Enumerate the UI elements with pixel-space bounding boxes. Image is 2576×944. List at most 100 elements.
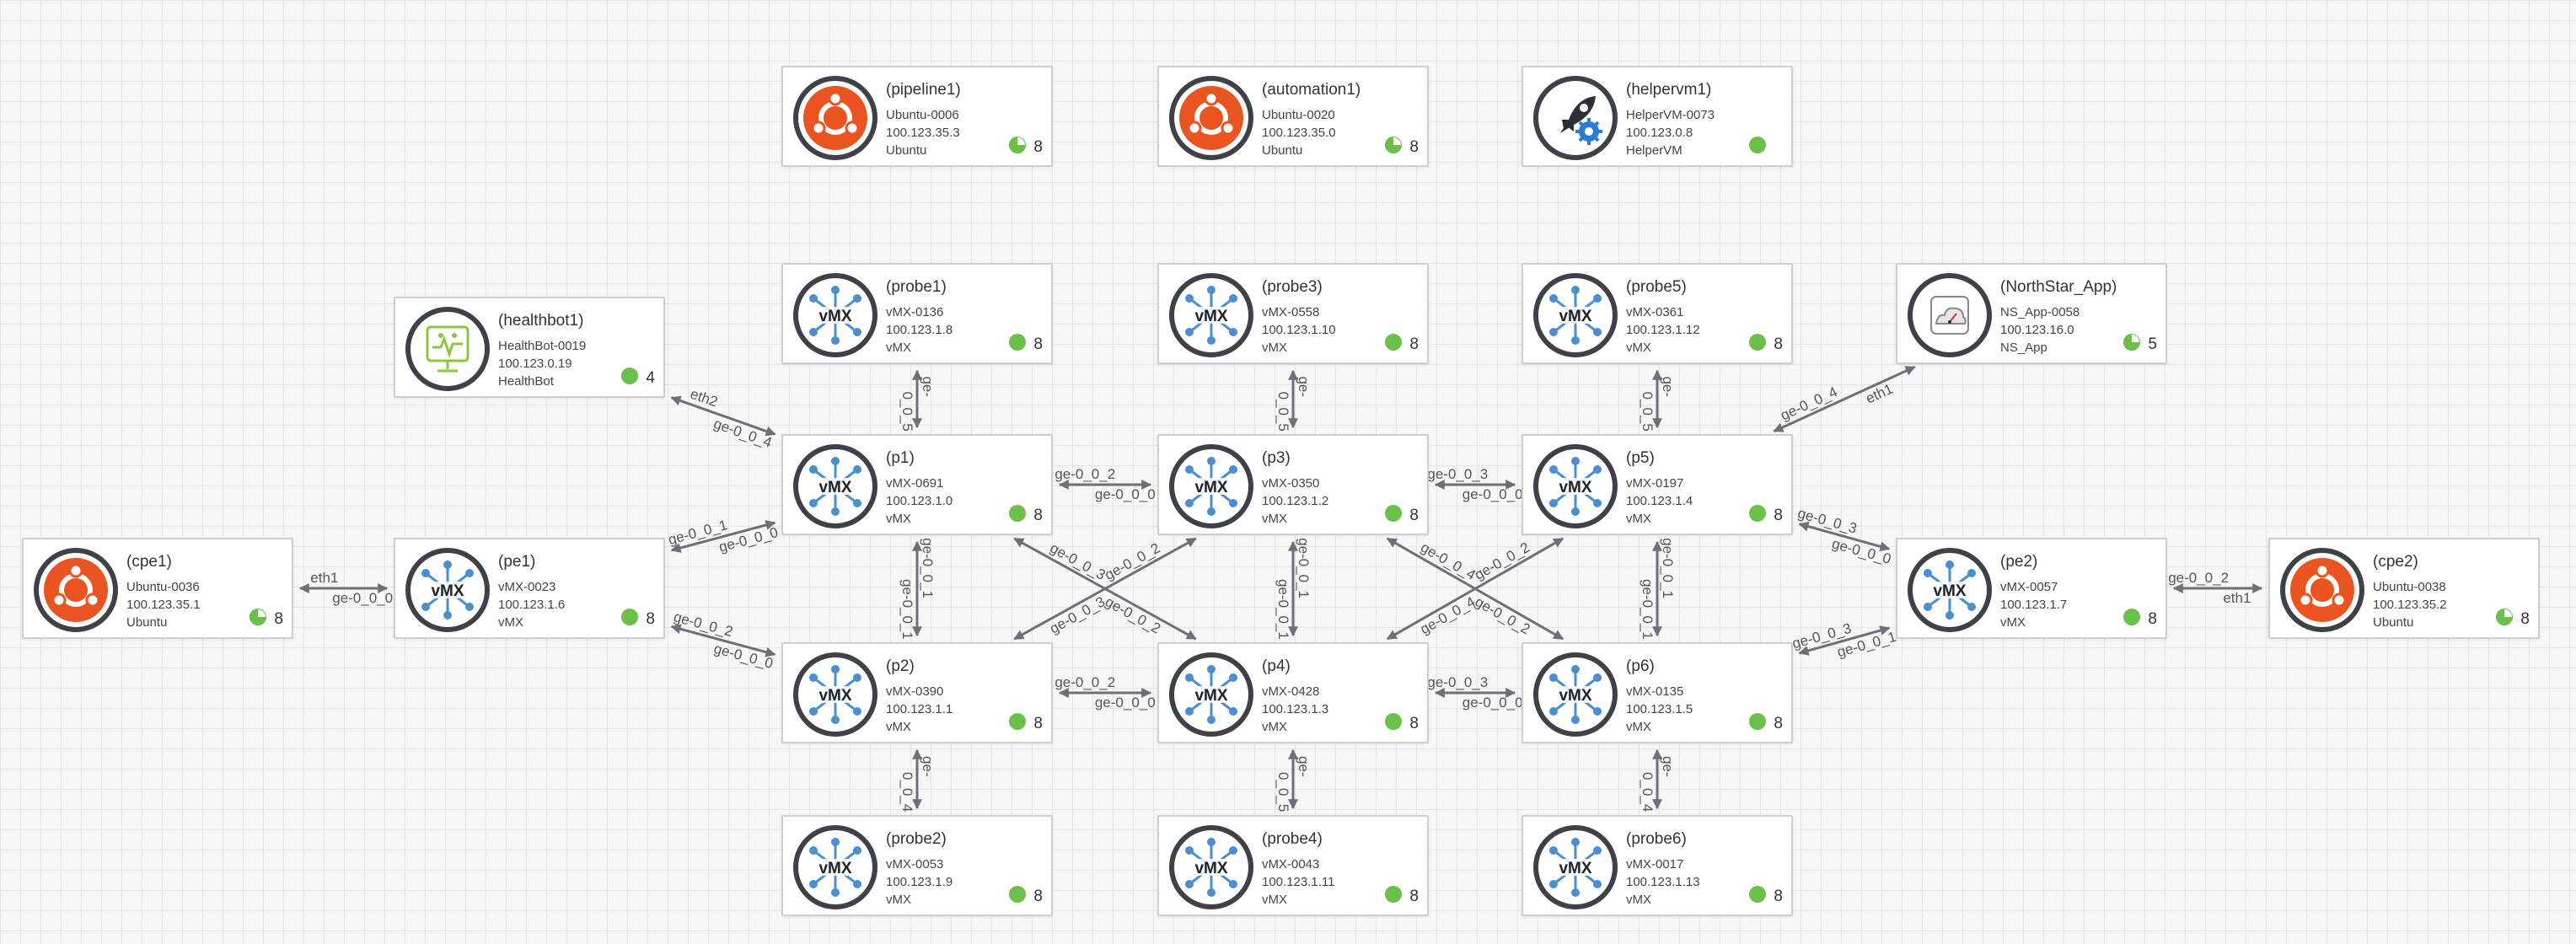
node-card-pe2[interactable]: vMX (pe2) vMX-0057 100.123.1.7 vMX 8 [1896, 538, 2167, 639]
node-type: Ubuntu [1262, 143, 1303, 158]
node-card-pipeline1[interactable]: (pipeline1) Ubuntu-0006 100.123.35.3 Ubu… [781, 66, 1053, 167]
link-interface-label: ge-0_0_1 [1296, 538, 1312, 598]
node-card-p1[interactable]: vMX (p1) vMX-0691 100.123.1.0 vMX 8 [781, 434, 1053, 535]
status-indicator [1385, 505, 1402, 522]
node-ip: 100.123.35.2 [2373, 598, 2447, 612]
node-name: (probe1) [886, 278, 947, 296]
svg-text:vMX: vMX [1194, 687, 1227, 705]
node-ip: 100.123.1.9 [886, 875, 953, 889]
node-card-cpe2[interactable]: (cpe2) Ubuntu-0038 100.123.35.2 Ubuntu 8 [2268, 538, 2540, 639]
node-card-probe3[interactable]: vMX (probe3) vMX-0558 100.123.1.10 vMX 8 [1157, 263, 1429, 364]
node-card-p4[interactable]: vMX (p4) vMX-0428 100.123.1.3 vMX 8 [1157, 642, 1429, 743]
link-interface-label: ge- [920, 756, 936, 777]
interface-count: 8 [274, 610, 283, 628]
node-card-pe1[interactable]: vMX (pe1) vMX-0023 100.123.1.6 vMX 8 [394, 538, 665, 639]
link-interface-label: eth1 [310, 570, 338, 586]
svg-text:vMX: vMX [818, 479, 851, 496]
vmx-icon: vMX [1169, 444, 1253, 528]
node-id: HelperVM-0073 [1626, 108, 1715, 122]
link-interface-label: ge-0_0_1 [1275, 579, 1291, 640]
link-pe1-p1[interactable] [670, 520, 776, 553]
node-card-p5[interactable]: vMX (p5) vMX-0197 100.123.1.4 vMX 8 [1521, 434, 1793, 535]
node-card-probe6[interactable]: vMX (probe6) vMX-0017 100.123.1.13 vMX 8 [1521, 815, 1793, 916]
status-indicator [1749, 137, 1766, 153]
link-p6-pe2[interactable] [1798, 625, 1891, 656]
vmx-icon: vMX [1533, 825, 1618, 909]
link-interface-label: ge-0_0_0 [1462, 695, 1523, 711]
node-type: Ubuntu [886, 143, 927, 158]
node-card-probe4[interactable]: vMX (probe4) vMX-0043 100.123.1.11 vMX 8 [1157, 815, 1429, 916]
link-healthbot1-p1[interactable] [670, 395, 776, 437]
link-p5-pe2[interactable] [1798, 521, 1891, 552]
node-card-cpe1[interactable]: (cpe1) Ubuntu-0036 100.123.35.1 Ubuntu 8 [22, 538, 293, 639]
node-name: (pipeline1) [886, 81, 961, 99]
node-card-probe2[interactable]: vMX (probe2) vMX-0053 100.123.1.9 vMX 8 [781, 815, 1053, 916]
node-type: vMX [1262, 341, 1287, 355]
link-interface-label: ge-0_0_2 [1055, 466, 1115, 482]
node-card-probe1[interactable]: vMX (probe1) vMX-0136 100.123.1.8 vMX 8 [781, 263, 1053, 364]
vmx-icon: vMX [1169, 273, 1253, 357]
node-id: vMX-0053 [886, 857, 944, 872]
node-id: Ubuntu-0038 [2373, 580, 2446, 594]
node-ip: 100.123.35.0 [1262, 126, 1336, 140]
vmx-icon: vMX [1533, 444, 1618, 528]
node-type: vMX [1262, 893, 1287, 907]
link-interface-label: ge-0_0_0 [1095, 695, 1156, 711]
node-ip: 100.123.35.1 [126, 598, 201, 612]
node-type: vMX [886, 720, 911, 734]
link-interface-label: ge-0_0_2 [1055, 674, 1115, 690]
node-type: NS_App [2000, 341, 2047, 355]
svg-text:vMX: vMX [1194, 308, 1227, 325]
node-ip: 100.123.1.3 [1262, 702, 1329, 716]
link-interface-label: ge-0_0_3 [1427, 466, 1488, 482]
link-p5-northstar[interactable] [1773, 365, 1916, 433]
ubuntu-icon [1169, 76, 1253, 160]
svg-text:vMX: vMX [1559, 860, 1591, 877]
svg-text:vMX: vMX [1194, 479, 1227, 496]
node-name: (cpe2) [2373, 553, 2418, 571]
link-p5-p4[interactable] [1386, 537, 1564, 641]
status-indicator [2496, 609, 2513, 625]
node-card-helpervm1[interactable]: (helpervm1) HelperVM-0073 100.123.0.8 He… [1521, 66, 1793, 167]
status-indicator [1385, 713, 1402, 730]
vmx-icon: vMX [793, 825, 877, 909]
vmx-icon: vMX [1533, 652, 1618, 737]
node-type: vMX [886, 341, 911, 355]
node-id: NS_App-0058 [2000, 305, 2080, 319]
node-id: vMX-0017 [1626, 857, 1684, 872]
link-interface-label: 0_0_4 [899, 772, 915, 812]
link-pe1-p2[interactable] [670, 624, 776, 657]
status-indicator [2123, 334, 2140, 351]
link-p3-p2[interactable] [1013, 537, 1197, 641]
svg-text:vMX: vMX [818, 860, 851, 877]
link-interface-label: 0_0_5 [1275, 772, 1291, 812]
ubuntu-icon [34, 548, 118, 632]
node-name: (probe4) [1262, 830, 1323, 848]
node-ip: 100.123.1.11 [1262, 875, 1335, 889]
svg-text:vMX: vMX [818, 308, 851, 325]
link-interface-label: ge-0_0_4 [711, 416, 774, 451]
vmx-icon: vMX [1908, 548, 1992, 632]
interface-count: 8 [1033, 335, 1043, 353]
node-id: Ubuntu-0036 [126, 580, 200, 594]
node-ip: 100.123.1.10 [1262, 323, 1336, 337]
status-indicator [1009, 505, 1026, 522]
node-card-healthbot1[interactable]: (healthbot1) HealthBot-0019 100.123.0.19… [394, 297, 665, 398]
node-card-northstar-app[interactable]: (NorthStar_App) NS_App-0058 100.123.16.0… [1896, 263, 2167, 364]
node-ip: 100.123.1.13 [1626, 875, 1700, 889]
vmx-icon: vMX [793, 652, 877, 737]
node-type: Ubuntu [2373, 615, 2414, 630]
interface-count: 8 [1409, 715, 1419, 732]
node-id: vMX-0057 [2000, 580, 2058, 594]
node-card-automation1[interactable]: (automation1) Ubuntu-0020 100.123.35.0 U… [1157, 66, 1429, 167]
status-indicator [1749, 713, 1766, 730]
node-card-p6[interactable]: vMX (p6) vMX-0135 100.123.1.5 vMX 8 [1521, 642, 1793, 743]
node-card-p3[interactable]: vMX (p3) vMX-0350 100.123.1.2 vMX 8 [1157, 434, 1429, 535]
node-id: vMX-0023 [498, 580, 556, 594]
svg-text:vMX: vMX [1194, 860, 1227, 877]
node-type: vMX [886, 512, 911, 526]
node-card-p2[interactable]: vMX (p2) vMX-0390 100.123.1.1 vMX 8 [781, 642, 1053, 743]
node-card-probe5[interactable]: vMX (probe5) vMX-0361 100.123.1.12 vMX 8 [1521, 263, 1793, 364]
link-interface-label: ge-0_0_1 [899, 579, 915, 640]
